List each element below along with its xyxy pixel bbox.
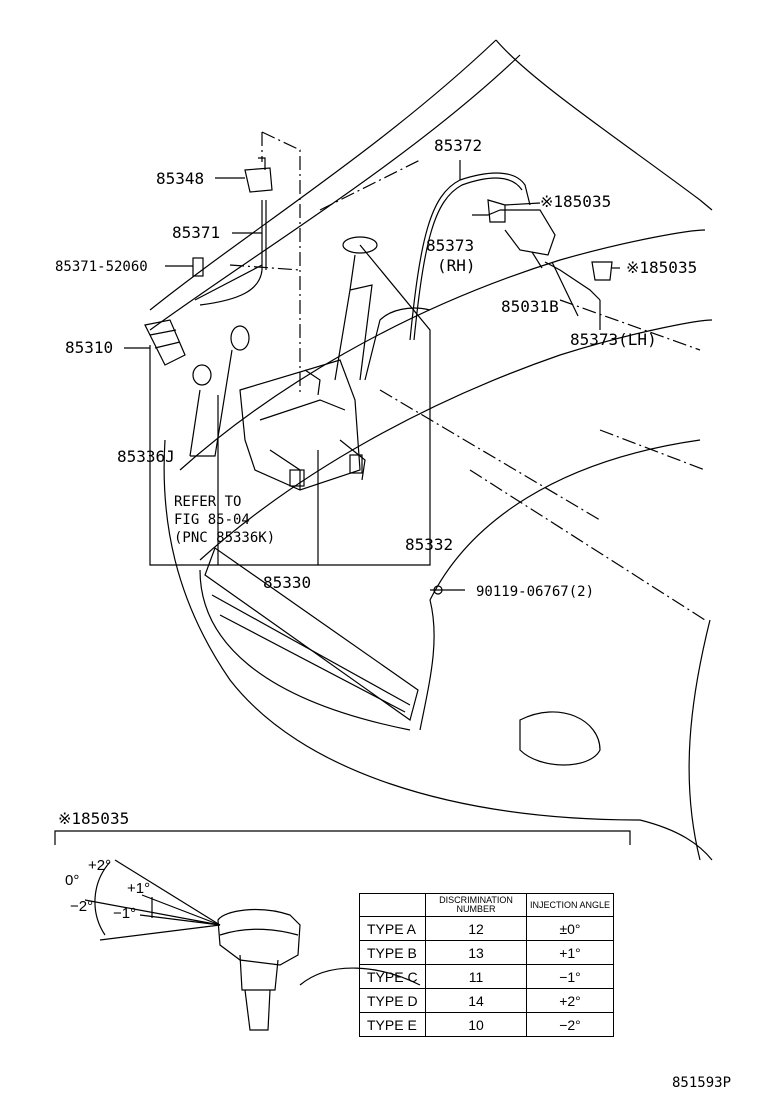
table-row: TYPE B 13 +1° <box>359 940 614 965</box>
part-85310-label: 85310 <box>65 338 114 357</box>
spray-angle-rays <box>84 859 221 941</box>
washer-tank <box>239 236 431 491</box>
part-85330-label: 85330 <box>263 573 312 592</box>
leader-lines <box>124 160 620 595</box>
guide-lines <box>229 131 706 621</box>
type-cell: TYPE D <box>359 988 426 1013</box>
hoses-85373 <box>409 172 613 341</box>
type-cell: TYPE C <box>359 964 426 989</box>
number-cell: 11 <box>425 964 527 989</box>
refer-note-line3: (PNC 85336K) <box>174 530 276 546</box>
part-85371-52060-label: 85371-52060 <box>55 259 148 275</box>
table-header-number: DISCRIMINATION NUMBER <box>425 893 527 917</box>
angle-plus1-label: +1° <box>127 880 151 897</box>
nozzle-85348 <box>192 157 273 306</box>
part-185035-label-a: ※185035 <box>540 192 612 211</box>
part-85332-label: 85332 <box>405 535 454 554</box>
pump-parts <box>144 264 263 386</box>
table-header-angle: INJECTION ANGLE <box>526 893 614 917</box>
type-cell: TYPE E <box>359 1012 426 1037</box>
table-row: TYPE D 14 +2° <box>359 988 614 1013</box>
number-cell: 10 <box>425 1012 527 1037</box>
part-85372-label: 85372 <box>434 136 483 155</box>
table-header-row: DISCRIMINATION NUMBER INJECTION ANGLE <box>359 893 614 917</box>
part-85348-label: 85348 <box>156 169 205 188</box>
refer-note-line1: REFER TO <box>174 494 242 510</box>
angle-cell: +1° <box>526 940 614 965</box>
part-85373-rh-label: 85373 <box>426 236 475 255</box>
type-cell: TYPE A <box>359 916 426 941</box>
refer-note-line2: FIG 85-04 <box>174 512 250 528</box>
angle-plus2-label: +2° <box>88 857 112 874</box>
table-row: TYPE C 11 −1° <box>359 964 614 989</box>
angle-cell: −2° <box>526 1012 614 1037</box>
angle-cell: ±0° <box>526 916 614 941</box>
angle-minus2-label: −2° <box>70 898 94 915</box>
grille <box>204 547 419 721</box>
number-cell: 12 <box>425 916 527 941</box>
part-185035-label-b: ※185035 <box>626 258 698 277</box>
angle-0-label: 0° <box>65 872 80 889</box>
vehicle-outline <box>149 39 713 861</box>
number-cell: 14 <box>425 988 527 1013</box>
part-85336j-label: 85336J <box>117 447 175 466</box>
table-header-blank <box>359 893 426 917</box>
part-90119-label: 90119-06767(2) <box>476 584 595 600</box>
angle-minus1-label: −1° <box>113 905 137 922</box>
detail-box <box>54 830 631 845</box>
angle-cell: −1° <box>526 964 614 989</box>
number-cell: 13 <box>425 940 527 965</box>
table-row: TYPE E 10 −2° <box>359 1012 614 1037</box>
type-cell: TYPE B <box>359 940 426 965</box>
part-85373-lh-label: 85373(LH) <box>570 330 657 349</box>
part-85371-label: 85371 <box>172 223 221 242</box>
part-85031b-label: 85031B <box>501 297 559 316</box>
detail-title: ※185035 <box>58 809 130 828</box>
angle-cell: +2° <box>526 988 614 1013</box>
rh-label: (RH) <box>437 256 476 275</box>
table-row: TYPE A 12 ±0° <box>359 916 614 941</box>
figure-code: 851593P <box>672 1075 732 1091</box>
nozzle-type-table: DISCRIMINATION NUMBER INJECTION ANGLE TY… <box>359 893 614 1037</box>
